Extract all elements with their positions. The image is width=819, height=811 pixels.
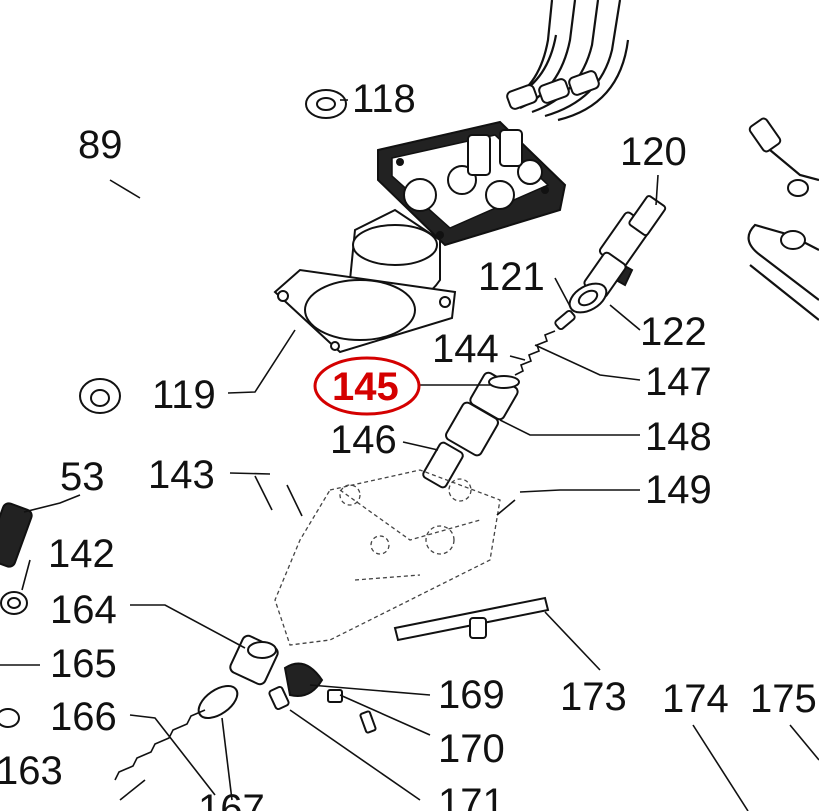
label-148: 148 xyxy=(645,415,712,459)
part-118-valve-holder xyxy=(377,120,567,247)
label-142: 142 xyxy=(48,532,115,576)
part-173-rod xyxy=(393,596,550,642)
label-170: 170 xyxy=(438,727,505,771)
part-121-147-pin xyxy=(554,309,576,331)
right-edge-pipes xyxy=(747,117,819,321)
highlight-ring-145 xyxy=(313,356,421,416)
part-169-170-171 xyxy=(268,662,377,734)
label-89: 89 xyxy=(78,123,123,167)
label-174: 174 xyxy=(662,677,729,721)
label-146: 146 xyxy=(330,418,397,462)
label-163: 163 xyxy=(0,749,63,793)
label-165: 165 xyxy=(50,642,117,686)
part-53 xyxy=(0,502,33,568)
label-169: 169 xyxy=(438,673,505,717)
part-122-washer xyxy=(568,282,608,314)
label-147: 147 xyxy=(645,360,712,404)
label-149: 149 xyxy=(645,468,712,512)
part-119-housing xyxy=(273,208,457,354)
label-119: 119 xyxy=(152,373,216,417)
label-171: 171 xyxy=(438,781,505,811)
leader-lines xyxy=(0,99,819,811)
label-173: 173 xyxy=(560,675,627,719)
pump-body xyxy=(274,469,501,646)
part-149-pin xyxy=(496,499,516,516)
injector-pipes xyxy=(506,0,630,122)
label-166: 166 xyxy=(50,695,117,739)
label-118: 118 xyxy=(352,77,416,121)
part-143-pins xyxy=(254,475,303,517)
label-53: 53 xyxy=(60,455,105,499)
part-89-pipe xyxy=(79,89,347,414)
part-166-spring xyxy=(114,685,239,801)
label-143: 143 xyxy=(148,453,215,497)
part-163 xyxy=(0,708,20,728)
label-167: 167 xyxy=(198,787,265,811)
part-144-spring xyxy=(514,330,556,376)
label-122: 122 xyxy=(640,310,707,354)
part-146-plunger xyxy=(422,401,499,489)
label-145: 145 xyxy=(332,365,399,409)
label-144: 144 xyxy=(432,327,499,371)
label-120: 120 xyxy=(620,130,687,174)
label-164: 164 xyxy=(50,588,117,632)
label-175: 175 xyxy=(750,677,817,721)
part-164-cap xyxy=(229,634,279,686)
part-142 xyxy=(0,591,28,615)
label-121: 121 xyxy=(478,255,545,299)
